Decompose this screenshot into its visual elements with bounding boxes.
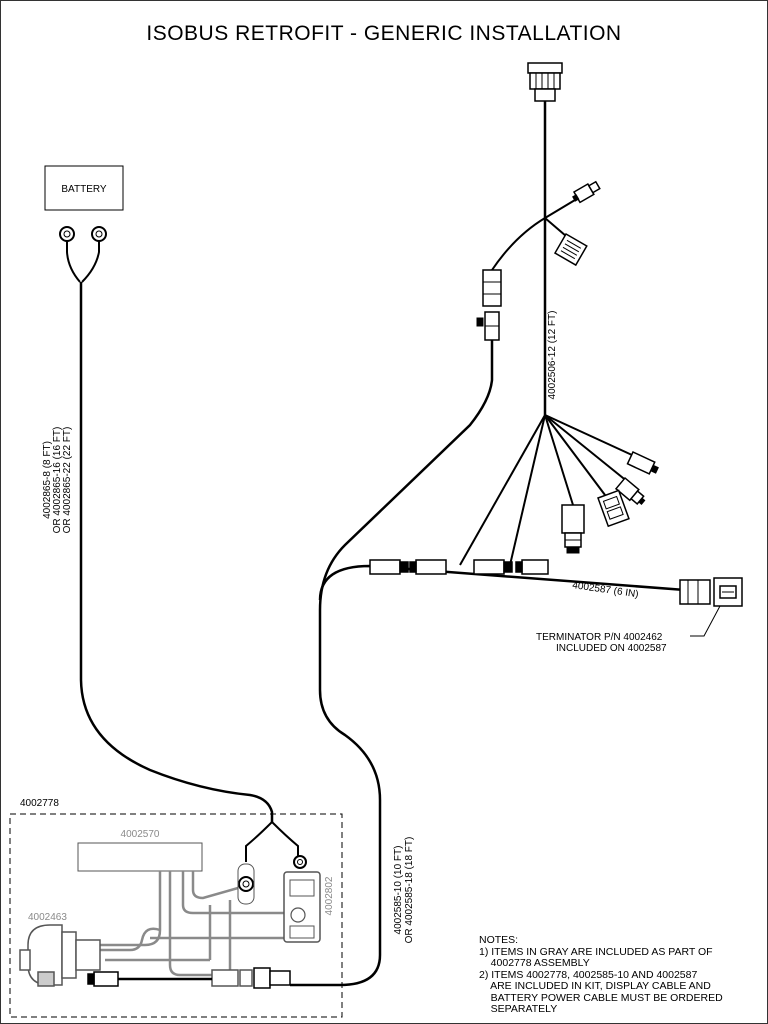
- battery-power-cable: [79, 282, 274, 822]
- fanout-connector-3: [597, 489, 630, 528]
- gray-display-label: 4002463: [28, 912, 67, 923]
- main-harness-label: 4002506-12 (12 FT): [547, 311, 558, 400]
- branch-square-connector: [544, 217, 567, 237]
- assembly-boundary: [9, 813, 343, 1018]
- fanout-connector-4: [561, 504, 585, 554]
- gray-display-connector: [19, 924, 101, 987]
- fanout-branches: [459, 414, 633, 566]
- svg-text:4002506-12 (12 FT): 4002506-12 (12 FT): [547, 311, 558, 400]
- notes-line-6: SEPARATELY: [479, 1003, 558, 1015]
- bottom-connectors: [87, 967, 291, 989]
- svg-text:4002585-10 (10 FT): 4002585-10 (10 FT): [393, 846, 404, 935]
- small-connector-icon: [572, 180, 601, 204]
- fanout-connector-1: [626, 451, 659, 475]
- gray-relay-block: [283, 871, 321, 943]
- notes-line-4: ARE INCLUDED IN KIT, DISPLAY CABLE AND: [479, 980, 711, 992]
- fanout-connector-2: [614, 476, 646, 505]
- relay-ring-terminals: [237, 855, 307, 905]
- square-connector-icon: [553, 232, 588, 267]
- svg-text:4002802: 4002802: [324, 876, 335, 915]
- gray-relay-label: 4002802: [324, 876, 335, 915]
- terminator-label-1: TERMINATOR P/N 4002462: [536, 632, 663, 643]
- notes-line-1: 1) ITEMS IN GRAY ARE INCLUDED AS PART OF: [479, 945, 713, 958]
- notes-line-2: 4002778 ASSEMBLY: [479, 957, 590, 969]
- battery-ring-terminals: [59, 226, 107, 283]
- notes-block: NOTES: 1) ITEMS IN GRAY ARE INCLUDED AS …: [479, 934, 764, 1016]
- svg-text:OR 4002585-18 (18 FT): OR 4002585-18 (18 FT): [404, 837, 415, 944]
- svg-text:4002865-8 (8 FT): 4002865-8 (8 FT): [42, 441, 53, 519]
- power-lead-right: [271, 821, 299, 858]
- diagram-title: ISOBUS RETROFIT - GENERIC INSTALLATION: [146, 22, 622, 45]
- branch-small-connector: [544, 199, 576, 219]
- battery-cable-label: 4002865-8 (8 FT) OR 4002865-16 (16 FT) O…: [42, 427, 73, 534]
- svg-text:OR 4002865-16 (16 FT): OR 4002865-16 (16 FT): [52, 427, 63, 534]
- notes-heading: NOTES:: [479, 934, 519, 946]
- gray-module-label: 4002570: [121, 829, 160, 840]
- gray-module-box: 4002570: [77, 829, 203, 872]
- notes-line-5: BATTERY POWER CABLE MUST BE ORDERED: [479, 991, 723, 1004]
- terminator-leader: [690, 605, 721, 637]
- battery-label: BATTERY: [61, 184, 107, 195]
- display-cable-label: 4002585-10 (10 FT) OR 4002585-18 (18 FT): [393, 837, 415, 944]
- branch-left-connector: [491, 217, 546, 271]
- deutsch-connector-pair: [476, 269, 502, 341]
- notes-line-3: 2) ITEMS 4002778, 4002585-10 AND 4002587: [479, 968, 698, 981]
- terminator-connector: [679, 577, 743, 607]
- power-lead-left: [245, 821, 273, 862]
- gray-wiring: [98, 871, 307, 977]
- assembly-label: 4002778: [20, 798, 59, 809]
- isobus-connector-top: [527, 62, 563, 102]
- terminator-label-2: INCLUDED ON 4002587: [556, 643, 667, 654]
- battery-box: BATTERY: [44, 165, 124, 211]
- inline-connectors: [369, 559, 549, 575]
- svg-text:OR 4002865-22 (22 FT): OR 4002865-22 (22 FT): [62, 427, 73, 534]
- cable-left-connector-down: [290, 340, 494, 987]
